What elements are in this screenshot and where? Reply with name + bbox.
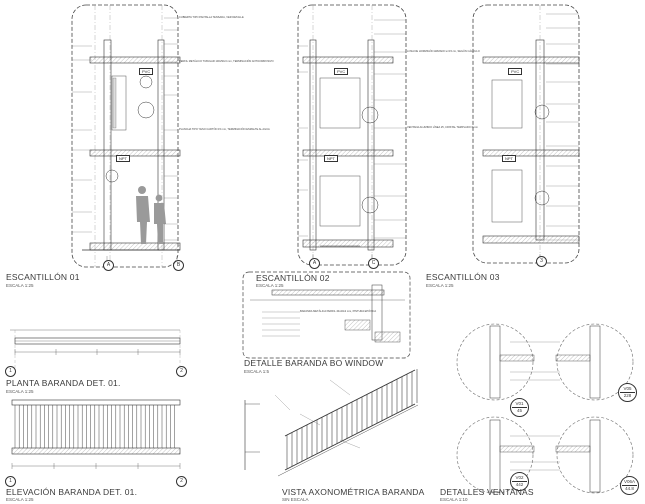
grid-marker-elev-2: 2 (176, 476, 187, 487)
section-tag-v02-bottom: 442 (515, 482, 524, 487)
level-tag-1: NPT (116, 155, 130, 162)
title-escantillon-03: ESCANTILLÓN 03 (426, 272, 500, 282)
note-losa: LOSA DE HORMIGÓN ARMADO e=15 cm, SEGÚN C… (407, 50, 480, 53)
section-tag-v05-top: V05 (623, 386, 632, 391)
pvc-tag-3: PVC (508, 68, 523, 75)
note-plancha-yeso: PLANCHA TIPO YESO CARTÓN 15 mm, TERMINAC… (179, 128, 270, 131)
section-tag-v06: V06A 44.8 (620, 476, 639, 495)
pvc-tag-1: PVC (139, 68, 154, 75)
grid-marker-elev-1: 1 (5, 476, 16, 487)
section-tag-v02-divider (512, 481, 527, 482)
scale-vista-axonometrica: SIN ESCALA (282, 497, 309, 502)
grid-marker-b1: B (173, 260, 184, 271)
escantillon-02-section (297, 4, 407, 266)
scale-detalles-ventanas: ESCALA 1:10 (440, 497, 468, 502)
section-tag-v01-top: V01 (515, 401, 524, 406)
grid-marker-3: 3 (536, 256, 547, 267)
section-tag-v05: V05 228 (618, 383, 637, 402)
title-elevacion-baranda: ELEVACIÓN BARANDA DET. 01. (6, 487, 138, 497)
level-tag-3: NPT (502, 155, 516, 162)
scale-escantillon-01: ESCALA 1:25 (6, 283, 34, 288)
grid-marker-planta-2: 2 (176, 366, 187, 377)
section-tag-v05-bottom: 228 (623, 393, 632, 398)
grid-marker-planta-1: 1 (5, 366, 16, 377)
section-tag-v06-top: V06A (623, 479, 635, 484)
grid-marker-a2: A (309, 258, 320, 269)
section-tag-v02-top: V02 (515, 475, 524, 480)
title-vista-axonometrica: VISTA AXONOMÉTRICA BARANDA (282, 487, 425, 497)
elevacion-baranda-drawing (11, 399, 260, 470)
escantillon-01-section (71, 4, 181, 268)
scale-elevacion-baranda: ESCALA 1:25 (6, 497, 34, 502)
level-tag-2: NPT (324, 155, 338, 162)
detalle-baranda-drawing (242, 271, 411, 359)
human-figure-silhouettes (136, 186, 166, 244)
section-tag-v01: V01 45 (510, 398, 529, 417)
escantillon-03-section (472, 4, 580, 264)
note-ventana: VENTANA ALUMINIO LÍNEA 25, CRISTAL TEMPL… (407, 126, 478, 129)
section-tag-v02: V02 442 (510, 472, 529, 491)
section-tag-v01-bottom: 45 (516, 408, 522, 413)
scale-planta-baranda: ESCALA 1:25 (6, 389, 34, 394)
title-planta-baranda: PLANTA BARANDA DET. 01. (6, 378, 121, 388)
detalles-ventanas-drawing (456, 323, 634, 494)
grid-marker-a1: A (103, 260, 114, 271)
title-detalle-baranda: DETALLE BARANDA BO WINDOW (244, 358, 384, 368)
vista-axonometrica-drawing (274, 368, 419, 477)
section-tag-v06-bottom: 44.8 (625, 486, 634, 491)
grid-marker-c2: C (368, 258, 379, 269)
note-cubierta: CUBIERTA TIPO PANTALLA TENSADA, VER DETA… (179, 16, 244, 19)
note-baranda: BARANDA METÁLICA PERFIL 40x40x2 mm, PINT… (300, 310, 377, 313)
title-detalles-ventanas: DETALLES VENTANAS (440, 487, 534, 497)
title-escantillon-01: ESCANTILLÓN 01 (6, 272, 80, 282)
scale-escantillon-03: ESCALA 1:25 (426, 283, 454, 288)
section-tag-v05-divider (620, 392, 635, 393)
scale-escantillon-02: ESCALA 1:25 (256, 283, 284, 288)
scale-detalle-baranda: ESCALA 1:5 (244, 369, 270, 374)
section-tag-v06-divider (622, 485, 637, 486)
planta-baranda-drawing (10, 329, 181, 370)
title-escantillon-02: ESCANTILLÓN 02 (256, 273, 330, 283)
pvc-tag-2: PVC (334, 68, 349, 75)
note-perfil-metalico: PERFIL METÁLICO TUBULAR 100x50x3 mm, TER… (179, 60, 274, 63)
section-tag-v01-divider (512, 407, 527, 408)
